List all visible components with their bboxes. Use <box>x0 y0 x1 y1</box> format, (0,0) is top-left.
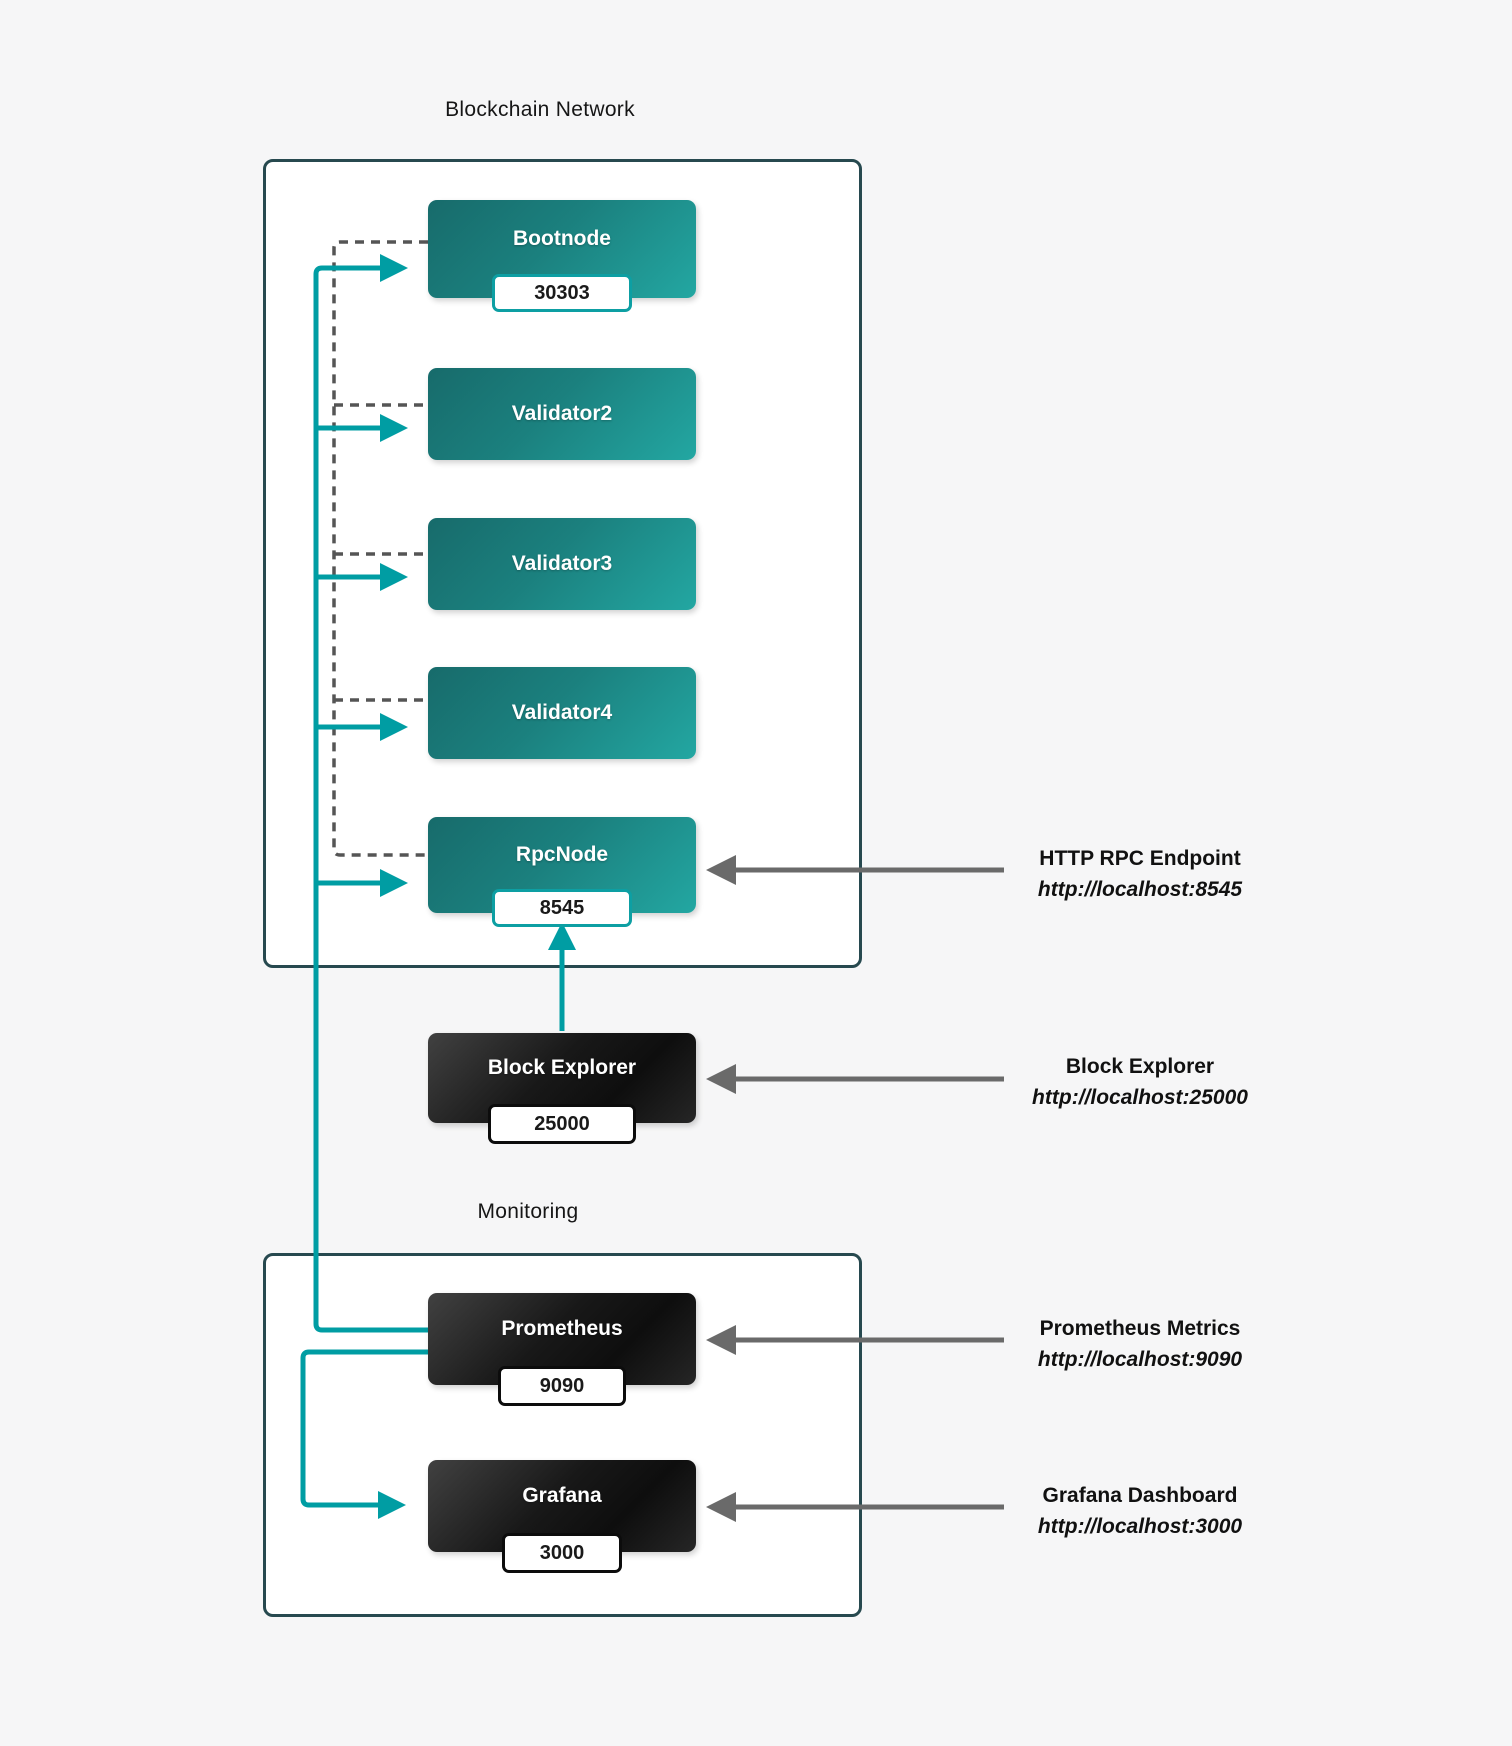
teal-bus-links <box>313 254 428 1333</box>
arrowhead-to-grafana <box>378 1491 406 1519</box>
annotation-url: http://localhost:3000 <box>1037 1515 1243 1538</box>
node-block-explorer: Block Explorer 25000 <box>428 1033 696 1144</box>
node-bootnode: Bootnode 30303 <box>428 200 696 312</box>
annotation-http-rpc-endpoint: HTTP RPC Endpoint http://localhost:8545 <box>1038 843 1242 905</box>
annotation-title: Block Explorer <box>1065 1055 1215 1078</box>
blockexplorer-rpcnode-link <box>548 922 576 1031</box>
arrowhead-to-bootnode <box>380 254 408 282</box>
port-badge-prometheus: 9090 <box>498 1366 626 1406</box>
annotation-url: http://localhost:9090 <box>1037 1348 1243 1371</box>
port-badge-block-explorer: 25000 <box>488 1104 636 1144</box>
node-prometheus: Prometheus 9090 <box>428 1293 696 1406</box>
node-block-explorer-label: Block Explorer <box>487 1056 637 1079</box>
port-badge-bootnode: 30303 <box>492 274 632 312</box>
arrowhead-to-validator4 <box>380 713 408 741</box>
annotation-url: http://localhost:25000 <box>1032 1086 1248 1109</box>
node-bootnode-label: Bootnode <box>513 227 611 250</box>
node-validator2-label: Validator2 <box>511 402 613 425</box>
monitoring-title: Monitoring <box>477 1200 579 1223</box>
node-validator2: Validator2 <box>428 368 696 460</box>
blockchain-network-title: Blockchain Network <box>445 98 635 121</box>
node-rpcnode-label: RpcNode <box>515 843 609 866</box>
arrowhead-to-grafana-right <box>706 1492 736 1522</box>
arrowhead-up-to-rpcnode <box>548 922 576 950</box>
annotation-title: Grafana Dashboard <box>1042 1484 1238 1507</box>
prometheus-grafana-link <box>300 1349 428 1519</box>
arrowhead-to-prometheus <box>706 1325 736 1355</box>
arrowhead-to-validator2 <box>380 414 408 442</box>
dashed-peer-links <box>332 240 428 857</box>
port-badge-rpcnode: 8545 <box>492 889 632 927</box>
arrowhead-to-blockexplorer <box>706 1064 736 1094</box>
node-validator3-label: Validator3 <box>511 552 613 575</box>
annotation-block-explorer: Block Explorer http://localhost:25000 <box>1032 1051 1248 1113</box>
annotation-title: Prometheus Metrics <box>1039 1317 1241 1340</box>
annotation-title: HTTP RPC Endpoint <box>1039 847 1241 870</box>
annotation-url: http://localhost:8545 <box>1037 878 1243 901</box>
node-validator4-label: Validator4 <box>511 701 613 724</box>
annotation-arrows <box>706 855 1004 1522</box>
node-grafana-label: Grafana <box>522 1484 602 1507</box>
arrowhead-to-validator3 <box>380 563 408 591</box>
annotation-prometheus-metrics: Prometheus Metrics http://localhost:9090 <box>1038 1313 1242 1375</box>
port-badge-grafana: 3000 <box>502 1533 622 1573</box>
node-prometheus-label: Prometheus <box>501 1317 623 1340</box>
arrowhead-to-rpcnode <box>380 869 408 897</box>
node-rpcnode: RpcNode 8545 <box>428 817 696 927</box>
node-validator4: Validator4 <box>428 667 696 759</box>
arrowhead-to-rpcnode-right <box>706 855 736 885</box>
node-grafana: Grafana 3000 <box>428 1460 696 1573</box>
node-validator3: Validator3 <box>428 518 696 610</box>
annotation-grafana-dashboard: Grafana Dashboard http://localhost:3000 <box>1038 1480 1242 1542</box>
